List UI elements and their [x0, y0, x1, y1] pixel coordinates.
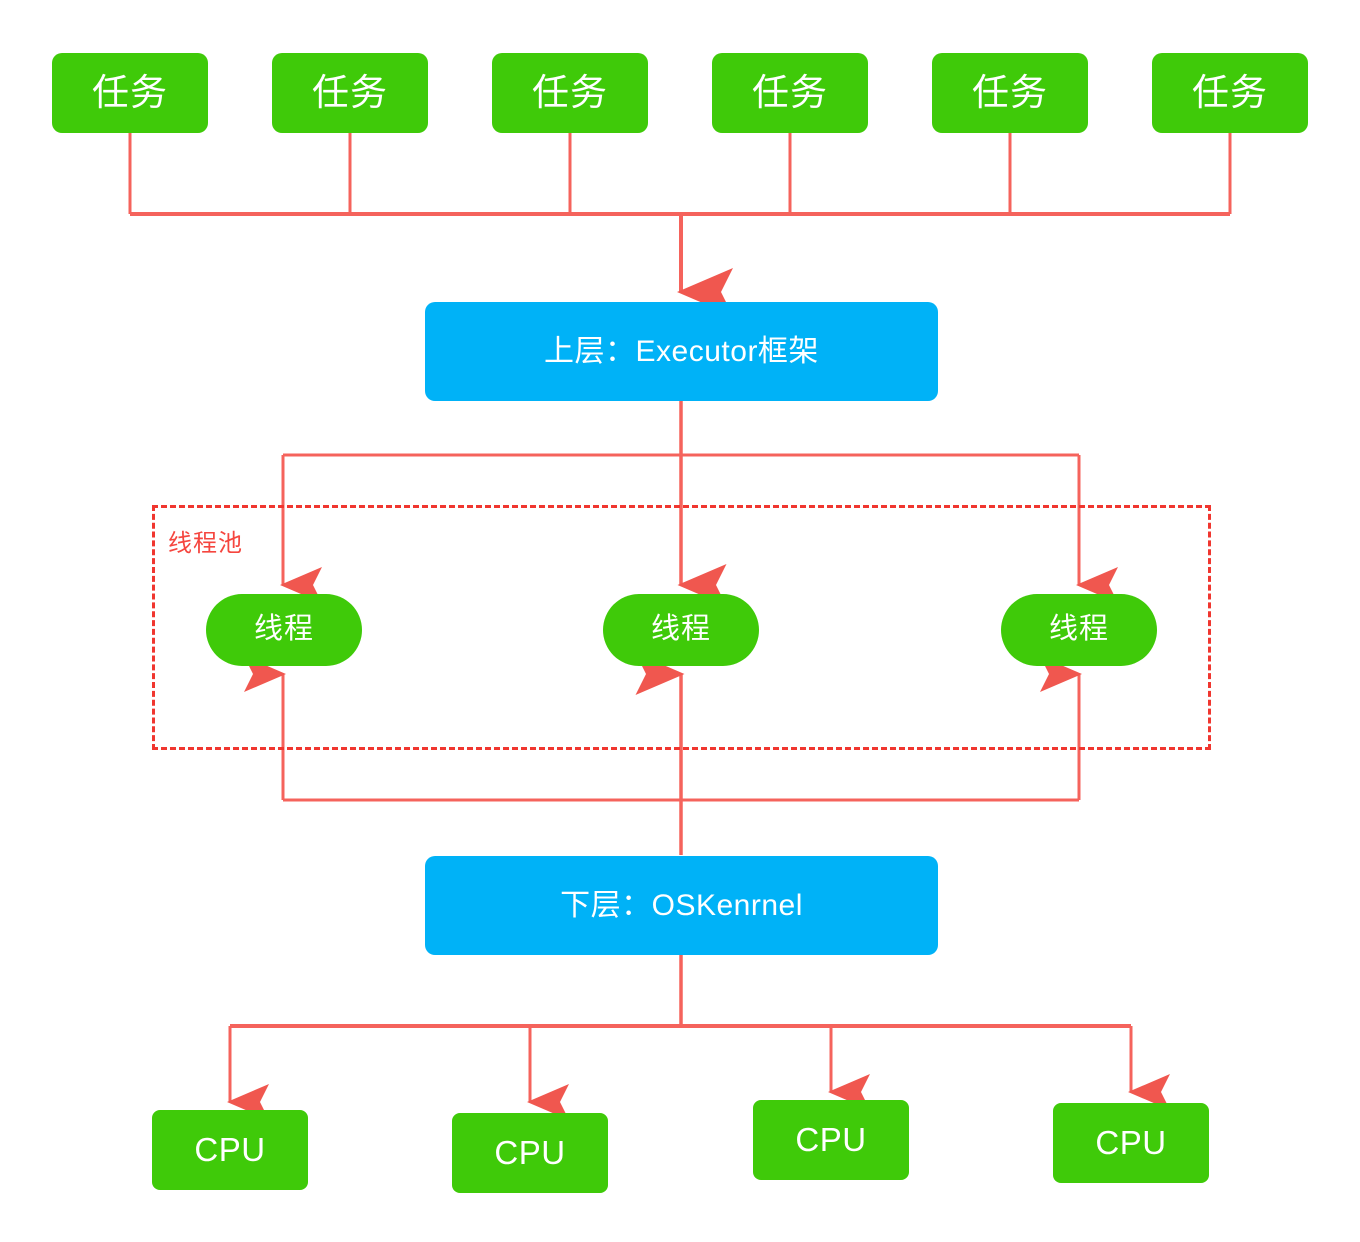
thread-node-2-label: 线程 [650, 613, 711, 646]
task-node-3[interactable]: 任务 [492, 53, 648, 133]
thread-node-1-label: 线程 [253, 613, 314, 646]
cpu-node-4[interactable]: CPU [1053, 1103, 1209, 1183]
thread-node-3[interactable]: 线程 [1001, 594, 1157, 666]
cpu-node-3[interactable]: CPU [753, 1100, 909, 1180]
task-node-6[interactable]: 任务 [1152, 53, 1308, 133]
cpu-node-2[interactable]: CPU [452, 1113, 608, 1193]
task-node-4[interactable]: 任务 [712, 53, 868, 133]
task-node-5[interactable]: 任务 [932, 53, 1088, 133]
upper-layer-node[interactable]: 上层：Executor框架 [425, 302, 938, 401]
cpu-node-1-label: CPU [194, 1130, 266, 1168]
thread-node-1[interactable]: 线程 [206, 594, 362, 666]
lower-layer-label: 下层：OSKenrnel [560, 889, 803, 922]
task-node-4-label: 任务 [752, 71, 828, 113]
thread-node-3-label: 线程 [1048, 613, 1109, 646]
lower-layer-node[interactable]: 下层：OSKenrnel [425, 856, 938, 955]
cpu-node-1[interactable]: CPU [152, 1110, 308, 1190]
upper-layer-label: 上层：Executor框架 [544, 335, 819, 368]
thread-pool-label: 线程池 [168, 530, 243, 557]
task-node-3-label: 任务 [532, 71, 608, 113]
task-node-6-label: 任务 [1192, 71, 1268, 113]
cpu-node-3-label: CPU [795, 1120, 867, 1158]
task-node-2[interactable]: 任务 [272, 53, 428, 133]
task-node-5-label: 任务 [972, 71, 1048, 113]
task-node-2-label: 任务 [312, 71, 388, 113]
cpu-node-2-label: CPU [494, 1133, 566, 1171]
task-node-1-label: 任务 [92, 71, 168, 113]
task-node-1[interactable]: 任务 [52, 53, 208, 133]
thread-node-2[interactable]: 线程 [603, 594, 759, 666]
cpu-node-4-label: CPU [1095, 1123, 1167, 1161]
